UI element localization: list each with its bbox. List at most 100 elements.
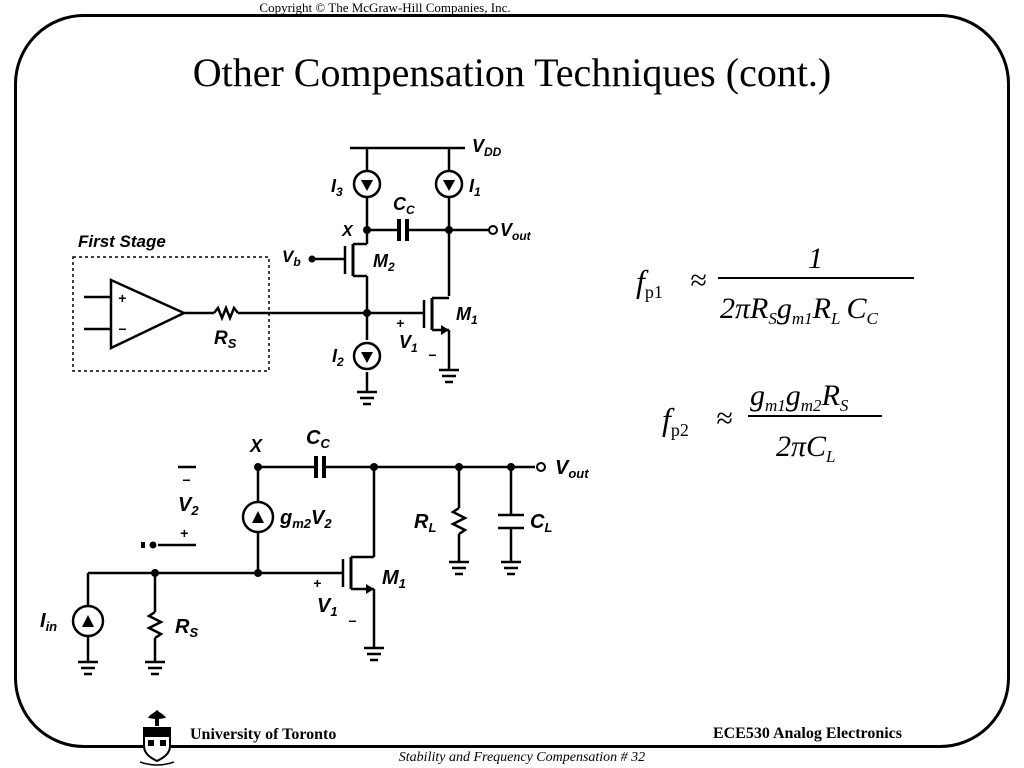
copyright-notice: Copyright © The McGraw-Hill Companies, I…	[259, 0, 511, 15]
svg-text:I2: I2	[332, 346, 344, 369]
footer-course: ECE530 Analog Electronics	[712, 725, 902, 742]
vdd-sub: DD	[484, 145, 502, 159]
cl-label: C	[530, 511, 545, 533]
svg-text:VDD: VDD	[472, 136, 502, 159]
opamp-minus: −	[118, 321, 126, 337]
fp2-num-g1: g	[750, 379, 765, 412]
v2-plus: +	[180, 525, 188, 541]
fp1-den-l: L	[830, 309, 840, 328]
v1-sub: 1	[411, 341, 418, 355]
m2-sub: 2	[387, 260, 395, 274]
svg-text:fp1: fp1	[636, 263, 663, 302]
cc-sub-bottom: C	[320, 436, 330, 451]
cl-sub: L	[544, 520, 552, 535]
i1-label: I	[469, 176, 475, 196]
fp1-den-m1: m1	[792, 309, 813, 328]
cc-sub: C	[406, 203, 415, 217]
m1-label: M	[456, 304, 472, 324]
fp1-den-r: R	[812, 292, 831, 325]
svg-text:CC: CC	[393, 194, 415, 217]
cc-label-bottom: C	[306, 427, 321, 449]
opamp-plus: +	[118, 290, 126, 306]
v1-plus-bottom: +	[313, 575, 321, 591]
fp2-approx: ≈	[716, 402, 732, 435]
i1-sub: 1	[474, 185, 481, 199]
m1-sub-bottom: 1	[399, 576, 406, 591]
gm2v2-v: V	[311, 507, 326, 529]
node-x-label: X	[341, 223, 354, 240]
cc-label: C	[393, 194, 407, 214]
slide-title: Other Compensation Techniques (cont.)	[192, 50, 832, 95]
svg-text:RL: RL	[414, 511, 436, 535]
svg-text:M2: M2	[373, 251, 395, 274]
v1-label: V	[399, 332, 413, 352]
m2-label: M	[373, 251, 389, 271]
svg-text:I1: I1	[469, 176, 481, 199]
fp1-approx: ≈	[690, 264, 706, 297]
svg-text:CC: CC	[306, 427, 330, 451]
vout-sub: out	[512, 229, 532, 243]
iin-sub: in	[46, 619, 58, 634]
fp2-num-m2: m2	[801, 396, 822, 415]
svg-text:2πCL: 2πCL	[776, 430, 836, 466]
v1-sub-bottom: 1	[330, 604, 337, 619]
fp1-den-c: C	[846, 292, 867, 325]
rs-label-bottom: R	[175, 616, 190, 638]
fp1-den-s: S	[768, 309, 777, 328]
node-x-label-bottom: X	[249, 436, 263, 456]
v1-plus: +	[396, 315, 404, 331]
svg-text:fp2: fp2	[662, 401, 689, 440]
svg-text:I3: I3	[331, 176, 343, 199]
fp2-num-r: R	[821, 379, 840, 412]
fp2-num-g2: g	[786, 379, 801, 412]
fp2-sub: p2	[671, 420, 689, 440]
svg-text:M1: M1	[456, 304, 478, 327]
svg-text:Vout: Vout	[555, 457, 589, 481]
vb-label: V	[282, 247, 295, 266]
fp1-den-cc: C	[866, 309, 878, 328]
vdd-label: V	[472, 136, 486, 156]
m1-sub: 1	[471, 313, 478, 327]
rs-sub: S	[228, 336, 237, 351]
m1-label-bottom: M	[382, 567, 400, 589]
v1-label-bottom: V	[317, 595, 332, 617]
svg-text:RS: RS	[175, 616, 198, 640]
svg-text:Vout: Vout	[500, 220, 532, 243]
rs-label: R	[214, 328, 228, 349]
svg-text:RS: RS	[214, 328, 237, 351]
i2-sub: 2	[336, 355, 344, 369]
v2-sub: 2	[190, 503, 199, 518]
i2-label: I	[332, 346, 338, 366]
fp1-den-g: g	[777, 292, 792, 325]
fp2-num-m1: m1	[765, 396, 786, 415]
gm2v2-sub: m2	[292, 516, 312, 531]
svg-text:gm2V2: gm2V2	[279, 507, 332, 531]
svg-text:Iin: Iin	[40, 610, 57, 634]
rs-sub-bottom: S	[189, 625, 198, 640]
footer-slide-number: Stability and Frequency Compensation # 3…	[398, 750, 646, 765]
svg-text:gm1gm2RS: gm1gm2RS	[750, 379, 849, 415]
v1-minus-bottom: −	[348, 613, 356, 629]
fp2-den-2pic: 2πC	[776, 430, 827, 463]
svg-text:Vb: Vb	[282, 247, 301, 269]
svg-text:V2: V2	[178, 494, 199, 518]
rl-label: R	[414, 511, 429, 533]
fp1-numerator: 1	[808, 242, 823, 275]
fp2-den-l: L	[825, 447, 835, 466]
v2-minus: −	[182, 472, 190, 488]
fp1-den-2pir: 2πR	[720, 292, 768, 325]
i3-label: I	[331, 176, 337, 196]
vout-label: V	[500, 220, 514, 240]
gm2v2-v-sub: 2	[323, 516, 332, 531]
fp2-num-s: S	[840, 396, 849, 415]
university-crest-icon	[139, 710, 175, 766]
svg-text:CL: CL	[530, 511, 552, 535]
vout-sub-bottom: out	[568, 466, 589, 481]
footer-university: University of Toronto	[190, 726, 337, 743]
i3-sub: 3	[336, 185, 343, 199]
